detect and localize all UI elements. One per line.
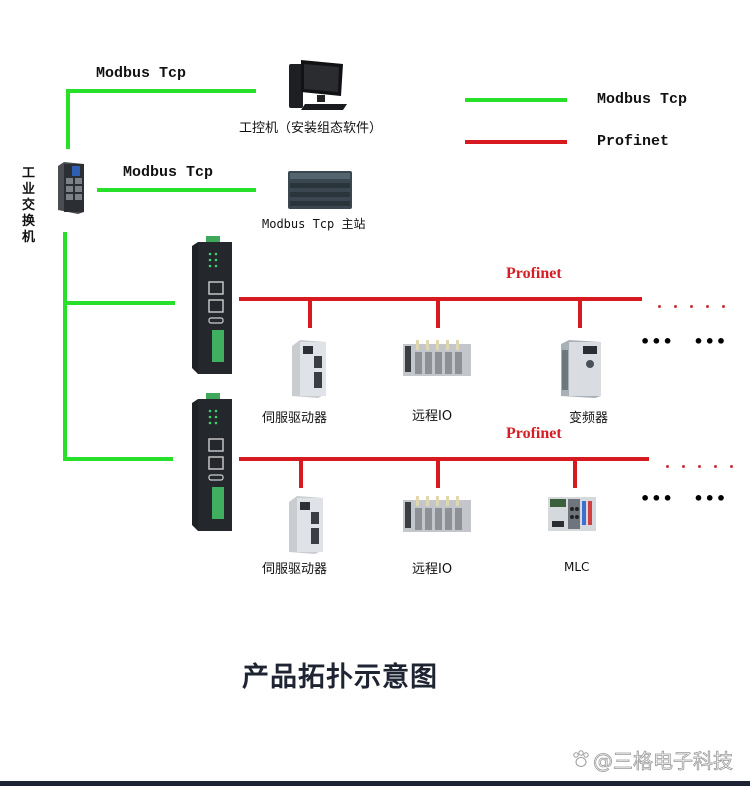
- modbus-trunk-vertical: [63, 232, 67, 461]
- industrial-switch-icon: [56, 162, 84, 214]
- profinet-drop: [299, 459, 303, 488]
- watermark-text: @三格电子科技: [593, 749, 734, 774]
- profinet-drop: [436, 299, 440, 328]
- baidu-paw-icon: [571, 749, 591, 769]
- switch-label: 工 业 交 换 机: [22, 166, 38, 246]
- switch-label-char: 换: [22, 214, 36, 229]
- frequency-inverter-label: 变频器: [569, 411, 609, 426]
- servo-drive-icon: [288, 340, 328, 398]
- profinet-bus-2-label: Profinet: [506, 425, 562, 442]
- remote-io-icon: [403, 494, 471, 534]
- profinet-drop: [436, 459, 440, 488]
- gateway-device-icon: [192, 236, 236, 376]
- modbus-master-plc-icon: [288, 171, 352, 209]
- legend-modbus-label: Modbus Tcp: [597, 91, 688, 108]
- legend-modbus-line: [465, 98, 567, 102]
- profinet-drop: [573, 459, 577, 488]
- servo-drive-icon: [285, 496, 325, 554]
- legend-profinet-label: Profinet: [597, 133, 670, 150]
- modbus-link-master-label: Modbus Tcp: [123, 164, 214, 181]
- modbus-link-ipc-label: Modbus Tcp: [96, 65, 187, 82]
- frequency-inverter-icon: [559, 340, 603, 398]
- more-devices-ellipsis: ••• •••: [640, 332, 728, 351]
- switch-label-char: 机: [22, 230, 36, 245]
- remote-io-icon: [403, 338, 471, 378]
- profinet-drop: [308, 299, 312, 328]
- switch-label-char: 业: [22, 182, 36, 197]
- profinet-bus-2: [239, 457, 649, 461]
- servo-drive-label: 伺服驱动器: [262, 411, 328, 426]
- profinet-drop: [578, 299, 582, 328]
- modbus-link-gateway-2: [63, 457, 173, 461]
- modbus-link-gateway-1: [63, 301, 175, 305]
- servo-drive-label: 伺服驱动器: [262, 562, 328, 577]
- remote-io-label: 远程IO: [412, 409, 453, 424]
- mlc-label: MLC: [564, 560, 590, 574]
- switch-label-char: 交: [22, 198, 36, 213]
- switch-label-char: 工: [22, 166, 36, 181]
- more-devices-ellipsis: ••• •••: [640, 489, 728, 508]
- profinet-bus-2-continuation: [666, 456, 746, 475]
- legend-profinet-line: [465, 140, 567, 144]
- ipc-computer-icon: [287, 58, 349, 114]
- modbus-master-label: Modbus Tcp 主站: [262, 217, 366, 231]
- modbus-link-ipc-horizontal: [66, 89, 256, 93]
- profinet-bus-1: [239, 297, 642, 301]
- profinet-bus-1-label: Profinet: [506, 265, 562, 282]
- mlc-controller-icon: [548, 497, 596, 533]
- modbus-link-ipc-vertical: [66, 89, 70, 149]
- ipc-label: 工控机（安装组态软件）: [239, 121, 383, 136]
- gateway-device-icon: [192, 393, 236, 533]
- diagram-title: 产品拓扑示意图: [242, 662, 438, 693]
- footer-bar: [0, 781, 750, 786]
- remote-io-label: 远程IO: [412, 562, 453, 577]
- profinet-bus-1-continuation: [658, 296, 738, 315]
- modbus-link-master: [97, 188, 256, 192]
